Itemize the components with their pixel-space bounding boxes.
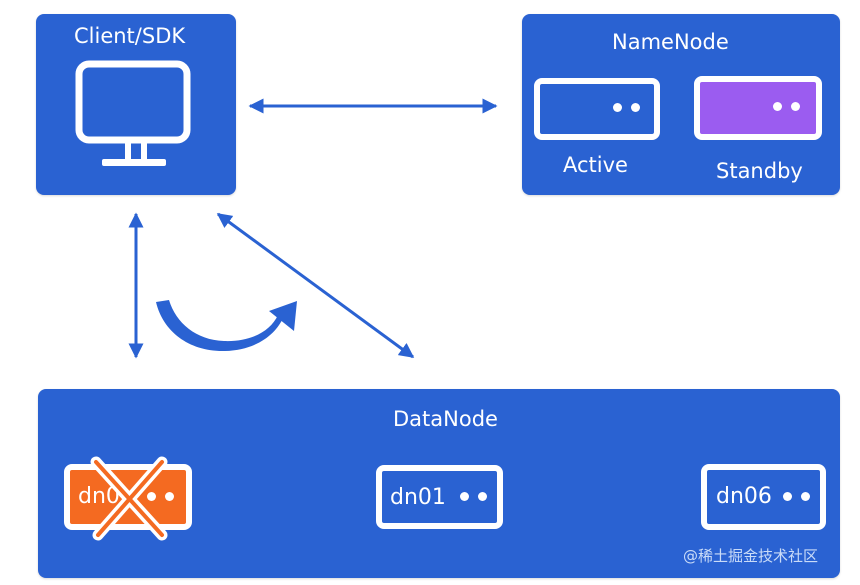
status-dot — [478, 492, 487, 501]
standby-label: Standby — [716, 159, 803, 183]
failure-cross-icon — [90, 456, 168, 541]
retry-curve-arrow — [156, 300, 284, 352]
status-dots — [783, 492, 810, 501]
status-dots — [613, 103, 640, 112]
namenode-box: NameNode Active Standby — [522, 14, 840, 195]
namenode-standby-server — [694, 76, 822, 140]
status-dot — [460, 492, 469, 501]
dn01-label: dn01 — [390, 485, 446, 510]
status-dot — [165, 492, 174, 501]
status-dot — [631, 103, 640, 112]
client-sdk-title: Client/SDK — [74, 24, 186, 48]
client-datanode-diagonal-arrow — [216, 212, 415, 359]
datanode-title: DataNode — [393, 407, 498, 431]
status-dot — [791, 102, 800, 111]
client-sdk-box: Client/SDK — [36, 14, 236, 195]
namenode-title: NameNode — [612, 30, 729, 54]
watermark: @稀土掘金技术社区 — [682, 547, 818, 565]
datanode-dn06-server: dn06 — [701, 464, 826, 530]
namenode-active-server — [534, 78, 660, 140]
status-dot — [773, 102, 782, 111]
datanode-box: DataNode dn0 dn01 dn06 @稀土掘金技术社区 — [38, 389, 840, 578]
retry-curve-arrowhead — [269, 301, 297, 331]
status-dots — [773, 102, 800, 111]
active-label: Active — [563, 153, 628, 177]
status-dots — [460, 492, 487, 501]
datanode-dn01-server: dn01 — [376, 465, 503, 529]
status-dot — [783, 492, 792, 501]
status-dot — [801, 492, 810, 501]
monitor-icon — [75, 60, 191, 166]
dn06-label: dn06 — [716, 484, 772, 509]
status-dot — [147, 492, 156, 501]
status-dot — [613, 103, 622, 112]
status-dots — [147, 492, 174, 501]
